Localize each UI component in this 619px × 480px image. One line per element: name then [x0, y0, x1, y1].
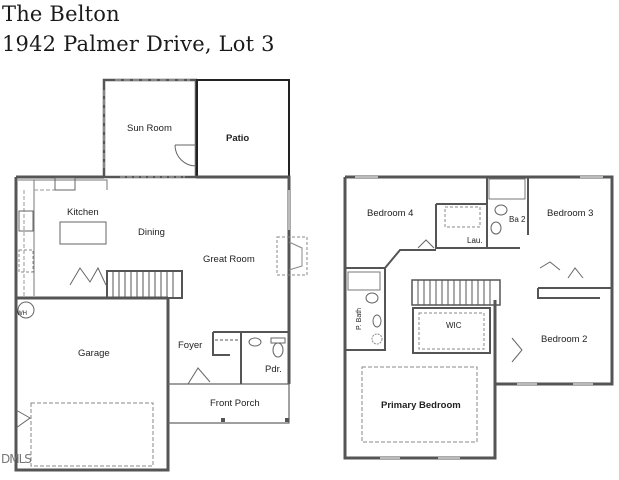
label-bedroom-4: Bedroom 4	[367, 208, 413, 219]
fireplace	[276, 236, 308, 276]
front-porch-outline	[168, 383, 290, 424]
bath-2-shower	[488, 178, 526, 200]
second-floor-plan	[343, 175, 614, 460]
garage-door-outline	[30, 402, 154, 467]
mls-watermark: DMLS	[1, 452, 32, 466]
label-patio: Patio	[226, 133, 249, 144]
kitchen-counter	[18, 179, 108, 296]
primary-bedroom-rug	[361, 366, 478, 443]
sink	[54, 177, 76, 191]
plan-address: 1942 Palmer Drive, Lot 3	[2, 32, 275, 56]
wic-walls	[412, 307, 491, 354]
primary-bath-walls	[345, 268, 386, 351]
label-sun-room: Sun Room	[127, 123, 172, 134]
label-primary-bath: P. Bath	[356, 308, 363, 330]
first-floor-plan	[14, 78, 308, 472]
bedroom-4-wall	[345, 249, 436, 269]
label-foyer: Foyer	[178, 340, 202, 351]
label-dining: Dining	[138, 227, 165, 238]
water-heater	[17, 301, 35, 319]
label-wic: WIC	[446, 321, 462, 330]
label-primary-bedroom: Primary Bedroom	[381, 400, 461, 411]
label-powder: Pdr.	[265, 364, 282, 375]
bath-laundry-walls	[435, 177, 520, 249]
second-floor-stairs	[411, 279, 501, 306]
kitchen-island	[59, 221, 107, 245]
label-front-porch: Front Porch	[210, 398, 260, 409]
label-bath-2: Ba 2	[509, 215, 526, 224]
label-bedroom-2: Bedroom 2	[541, 334, 587, 345]
label-great-room: Great Room	[203, 254, 255, 265]
range	[18, 210, 34, 232]
label-water-heater: WH	[17, 311, 27, 317]
label-garage: Garage	[78, 348, 110, 359]
label-laundry: Lau.	[467, 236, 483, 245]
label-bedroom-3: Bedroom 3	[547, 208, 593, 219]
second-floor-exterior-wall	[343, 175, 614, 460]
patio-outline	[196, 79, 290, 178]
label-kitchen: Kitchen	[67, 207, 99, 218]
front-door	[187, 367, 211, 385]
plan-name: The Belton	[2, 2, 120, 26]
powder-room-walls	[212, 331, 289, 384]
refrigerator	[18, 249, 34, 273]
sun-room-door	[174, 144, 197, 167]
first-floor-stairs	[106, 270, 183, 299]
